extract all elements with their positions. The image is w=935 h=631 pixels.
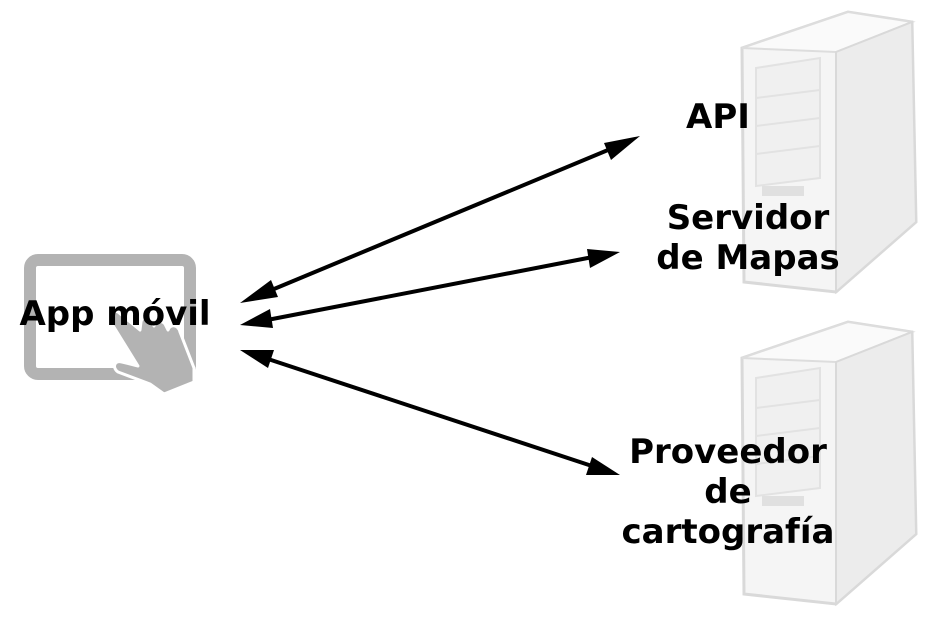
api-text: API bbox=[686, 97, 750, 137]
arrow-app-map-server bbox=[240, 249, 620, 328]
arrows bbox=[240, 136, 640, 475]
map-server-line-2: de Mapas bbox=[656, 238, 840, 278]
server-icon bbox=[740, 10, 918, 295]
carto-provider-line-1: Proveedor bbox=[629, 432, 827, 472]
app-movil-text: App móvil bbox=[19, 294, 211, 334]
server-icon bbox=[740, 320, 918, 607]
carto-provider-line-3: cartografía bbox=[621, 512, 835, 552]
tablet-touch-icon bbox=[24, 254, 196, 396]
app-movil-label: App móvil bbox=[0, 294, 230, 334]
map-server-line-1: Servidor bbox=[666, 198, 830, 238]
arrow-app-carto bbox=[240, 350, 620, 475]
map-server-label: Servidor de Mapas bbox=[628, 198, 868, 278]
carto-provider-label: Proveedor de cartografía bbox=[598, 432, 858, 552]
api-label: API bbox=[648, 97, 788, 137]
carto-provider-line-2: de bbox=[704, 472, 752, 512]
arrow-app-api bbox=[240, 136, 640, 303]
